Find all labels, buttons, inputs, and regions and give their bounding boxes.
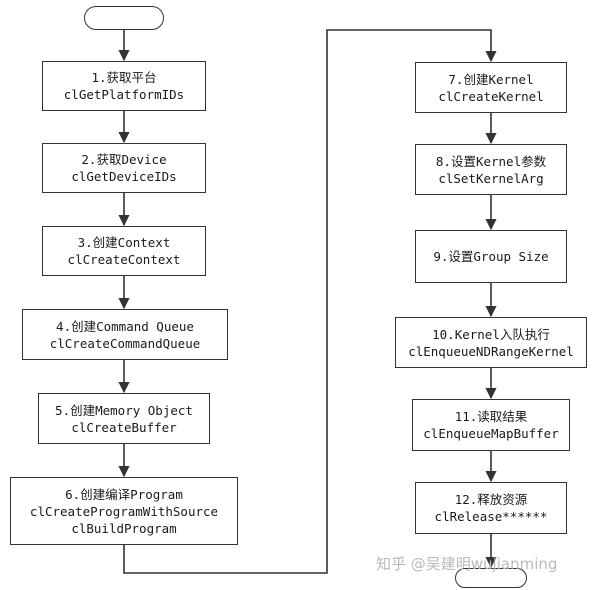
step-11-box: 11.读取结果 clEnqueueMapBuffer (412, 399, 570, 451)
step-3-title: 3.创建Context (77, 235, 171, 250)
step-6-title: 6.创建编译Program (65, 486, 183, 502)
step-7-box: 7.创建Kernel clCreateKernel (415, 62, 567, 113)
step-9-box: 9.设置Group Size (415, 230, 567, 283)
step-8-box: 8.设置Kernel参数 clSetKernelArg (415, 144, 567, 195)
step-1-box: 1.获取平台 clGetPlatformIDs (42, 61, 206, 111)
connector-step6-to-step7 (123, 29, 497, 574)
step-11-title: 11.读取结果 (454, 409, 528, 424)
step-3-api: clCreateContext (67, 252, 181, 267)
step-10-box: 10.Kernel入队执行 clEnqueueNDRangeKernel (395, 317, 587, 368)
step-12-api: clRelease****** (434, 509, 548, 524)
step-4-box: 4.创建Command Queue clCreateCommandQueue (22, 309, 228, 360)
step-8-title: 8.设置Kernel参数 (435, 153, 547, 169)
step-2-title: 2.获取Device (81, 152, 167, 167)
step-5-api: clCreateBuffer (71, 419, 177, 435)
step-9-title: 9.设置Group Size (433, 249, 549, 264)
step-12-box: 12.释放资源 clRelease****** (415, 482, 567, 534)
step-7-api: clCreateKernel (438, 88, 544, 104)
step-5-box: 5.创建Memory Object clCreateBuffer (38, 393, 210, 444)
step-6-box: 6.创建编译Program clCreateProgramWithSource … (10, 477, 238, 545)
step-10-api: clEnqueueNDRangeKernel (408, 343, 574, 359)
end-terminal (455, 568, 527, 588)
step-6-api-2: clBuildProgram (71, 520, 177, 536)
step-4-title: 4.创建Command Queue (56, 318, 194, 334)
step-11-api: clEnqueueMapBuffer (423, 426, 559, 441)
step-12-title: 12.释放资源 (454, 492, 528, 507)
step-10-title: 10.Kernel入队执行 (432, 326, 550, 342)
step-8-api: clSetKernelArg (438, 170, 544, 186)
step-2-box: 2.获取Device clGetDeviceIDs (42, 143, 206, 193)
step-6-api-1: clCreateProgramWithSource (29, 503, 219, 519)
step-1-title: 1.获取平台 (91, 70, 157, 85)
step-7-title: 7.创建Kernel (448, 71, 534, 87)
step-2-api: clGetDeviceIDs (71, 169, 177, 184)
step-3-box: 3.创建Context clCreateContext (42, 226, 206, 276)
step-4-api: clCreateCommandQueue (49, 335, 201, 351)
step-5-title: 5.创建Memory Object (55, 402, 193, 418)
watermark-text: 知乎 @吴建明wujianming (376, 555, 558, 573)
start-terminal (84, 6, 164, 30)
step-1-api: clGetPlatformIDs (63, 87, 185, 102)
